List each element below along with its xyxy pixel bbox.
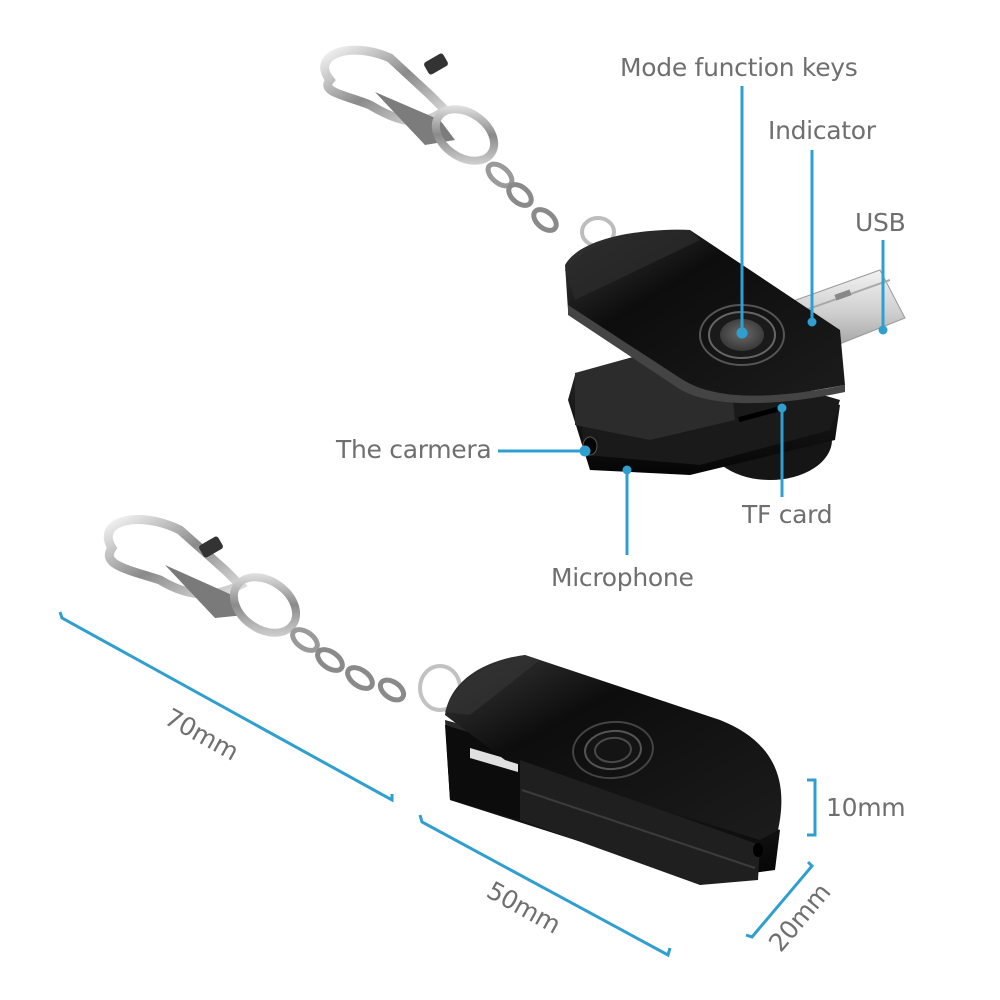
dimension-line-50mm <box>418 814 672 958</box>
dimension-line-70mm <box>58 611 394 803</box>
camera-device-closed <box>445 655 782 885</box>
label-camera: The carmera <box>336 435 492 464</box>
camera-device-open <box>565 229 906 480</box>
label-usb: USB <box>855 208 906 237</box>
label-dimension-10mm: 10mm <box>826 793 906 822</box>
dimension-line-10mm <box>807 778 817 837</box>
tf-card-slot <box>738 406 779 423</box>
keychain-clasp-top <box>320 45 616 248</box>
label-tf-card: TF card <box>742 500 833 529</box>
dimension-lines <box>58 611 817 958</box>
label-indicator: Indicator <box>768 116 876 145</box>
mode-button-closed <box>572 720 654 780</box>
label-microphone: Microphone <box>551 563 694 592</box>
dimension-line-20mm <box>745 860 815 939</box>
callout-lines <box>498 86 888 555</box>
label-mode-function-keys: Mode function keys <box>620 53 858 82</box>
keychain-clasp-bottom <box>103 515 462 712</box>
